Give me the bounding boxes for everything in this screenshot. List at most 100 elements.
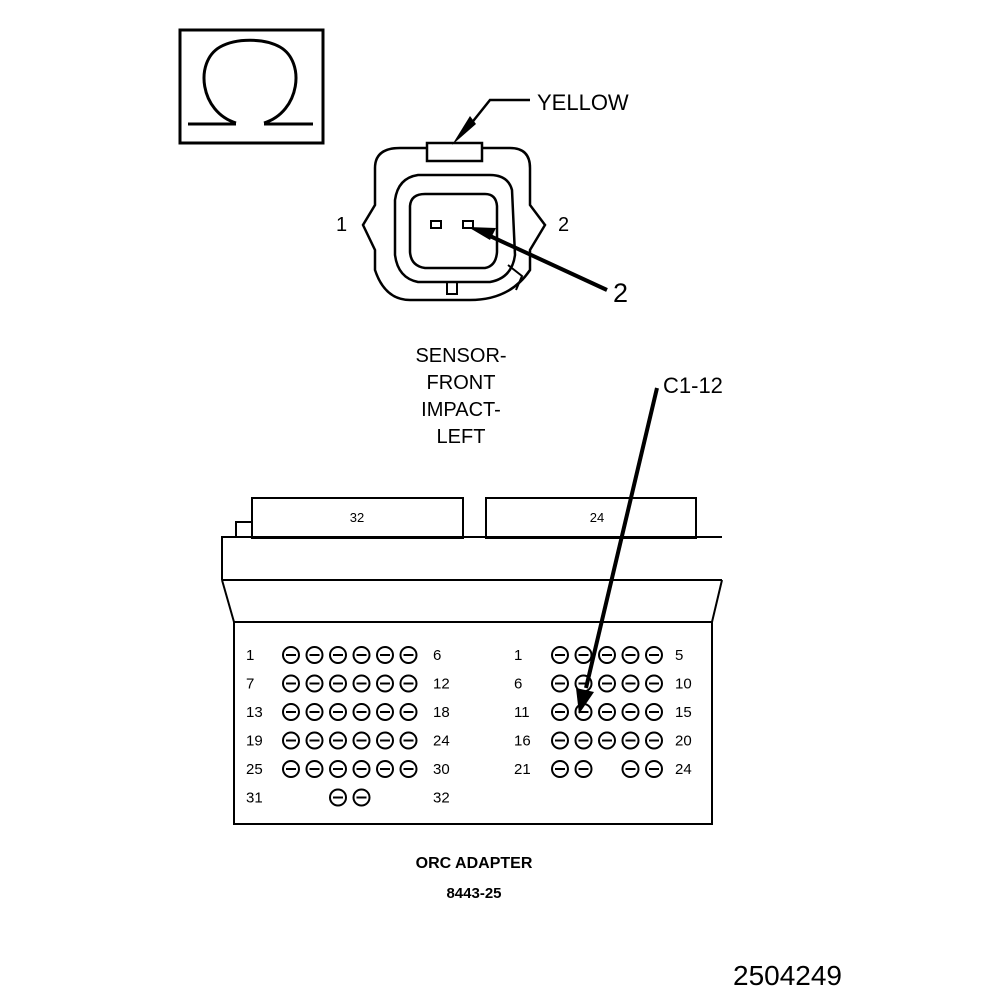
figure-id: 2504249 (733, 960, 842, 991)
left-pin (399, 760, 418, 778)
left-pin (352, 674, 371, 693)
left-pin (399, 646, 418, 664)
connector-side-label-left: 1 (336, 214, 347, 236)
ohm-symbol-box (178, 28, 325, 145)
left-pin (282, 731, 300, 750)
right-row-end-label: 20 (675, 733, 692, 750)
left-pin (329, 731, 347, 750)
right-row-end-label: 10 (675, 676, 692, 693)
sensor-title-line-1: SENSOR- (415, 345, 506, 367)
pin-callout-leader (489, 234, 608, 292)
connector-inner-shell (393, 173, 517, 284)
c1-12-callout-arrow (576, 387, 659, 714)
left-pin (282, 703, 300, 721)
right-pin (551, 760, 569, 778)
right-pin (551, 703, 569, 721)
adapter-face (233, 621, 713, 825)
left-row-start-label: 1 (246, 647, 254, 664)
ohm-icon (188, 38, 313, 126)
connector-clip (507, 264, 524, 291)
right-pin (551, 646, 569, 664)
right-pin (551, 674, 569, 693)
left-pin (352, 731, 371, 750)
left-pin (399, 731, 418, 750)
wire-color-leader (469, 98, 530, 126)
left-pin (376, 646, 394, 664)
left-pin (399, 703, 418, 721)
connector-pin-cavity (408, 192, 499, 270)
sensor-title-line-4: LEFT (437, 426, 486, 448)
left-pin (352, 646, 371, 664)
sensor-title: SENSOR- FRONT IMPACT- LEFT (415, 345, 506, 448)
left-pin (329, 788, 347, 807)
sensor-title-line-3: IMPACT- (421, 399, 501, 421)
orc-adapter (221, 497, 723, 825)
right-pin (645, 703, 663, 721)
right-row-end-label: 15 (675, 704, 692, 721)
left-row-end-label: 6 (433, 647, 441, 664)
left-row-end-label: 32 (433, 790, 450, 807)
c1-12-callout-label: C1-12 (663, 373, 723, 398)
right-pin (621, 731, 640, 750)
left-pin (329, 760, 347, 778)
right-row-start-label: 11 (514, 704, 530, 721)
left-pin (352, 760, 371, 778)
right-pin (598, 646, 616, 664)
adapter-name: ORC ADAPTER (416, 855, 533, 872)
left-pin (282, 674, 300, 693)
right-pin (598, 731, 616, 750)
right-row-end-label: 5 (675, 647, 683, 664)
left-pin (399, 674, 418, 693)
left-row-start-label: 13 (246, 704, 263, 721)
left-pin (305, 703, 324, 721)
connector-side-label-right: 2 (558, 214, 569, 236)
left-pin (376, 731, 394, 750)
sensor-connector (361, 98, 608, 302)
left-pin (376, 674, 394, 693)
right-pin (621, 703, 640, 721)
connector-key (446, 281, 458, 295)
left-pin (305, 731, 324, 750)
right-plug (485, 497, 697, 539)
right-plug-label: 24 (590, 510, 604, 525)
adapter-upper-body (221, 521, 252, 580)
right-pin (645, 731, 663, 750)
left-row-end-label: 30 (433, 761, 450, 778)
wire-color-label: YELLOW (537, 90, 629, 115)
left-pin (376, 703, 394, 721)
right-pin (621, 674, 640, 693)
right-pin (645, 760, 663, 778)
right-row-start-label: 16 (514, 733, 531, 750)
right-row-end-label: 24 (675, 761, 692, 778)
right-row-start-label: 6 (514, 676, 522, 693)
left-pin (282, 646, 300, 664)
connector-latch (425, 141, 484, 163)
left-pin (305, 674, 324, 693)
right-pin (645, 674, 663, 693)
left-row-start-label: 25 (246, 761, 263, 778)
right-pin (574, 760, 593, 778)
left-pin (305, 646, 324, 664)
left-row-end-label: 18 (433, 704, 450, 721)
right-pin (574, 646, 593, 664)
pin-2 (462, 220, 474, 229)
wire-color-arrowhead (452, 116, 476, 145)
right-row-start-label: 21 (514, 761, 531, 778)
left-row-end-label: 24 (433, 733, 450, 750)
pin-callout-arrowhead (468, 227, 496, 240)
left-pin (305, 760, 324, 778)
left-pin (329, 674, 347, 693)
right-row-start-label: 1 (514, 647, 522, 664)
right-pin (645, 646, 663, 664)
right-pin (574, 731, 593, 750)
left-pin (376, 760, 394, 778)
left-row-start-label: 31 (246, 790, 263, 807)
right-pin (598, 674, 616, 693)
left-row-end-label: 12 (433, 676, 450, 693)
right-pin (621, 646, 640, 664)
right-pin (598, 703, 616, 721)
left-pin (282, 760, 300, 778)
left-row-start-label: 19 (246, 733, 263, 750)
